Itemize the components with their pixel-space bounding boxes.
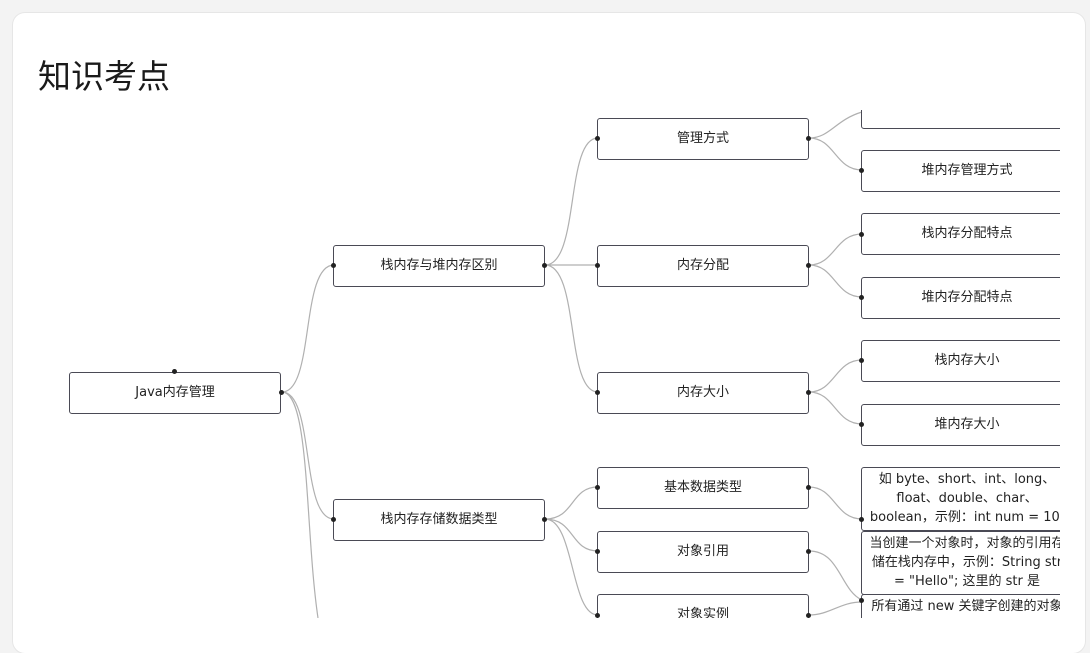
link-alloc-heap bbox=[808, 264, 863, 298]
link-types-ref bbox=[544, 518, 599, 552]
node-heap-allocation[interactable]: 堆内存分配特点 bbox=[861, 277, 1060, 319]
node-allocation[interactable]: 内存分配 bbox=[597, 245, 809, 287]
basic-in-dot bbox=[595, 485, 600, 490]
heap-manage-in-dot bbox=[859, 168, 864, 173]
node-heap-size-label: 堆内存大小 bbox=[934, 417, 1000, 432]
node-stack-allocation[interactable]: 栈内存分配特点 bbox=[861, 213, 1060, 255]
node-stack-size-label: 栈内存大小 bbox=[934, 353, 1000, 368]
node-stack-heap-diff[interactable]: 栈内存与堆内存区别 bbox=[333, 245, 545, 287]
node-stack-allocation-label: 栈内存分配特点 bbox=[921, 226, 1013, 241]
size-in-dot bbox=[595, 390, 600, 395]
diff-out-dot bbox=[542, 263, 547, 268]
obj-out-dot bbox=[806, 613, 811, 618]
node-root[interactable]: Java内存管理 bbox=[69, 372, 281, 414]
node-object-reference[interactable]: 对象引用 bbox=[597, 531, 809, 573]
link-root-more bbox=[281, 391, 319, 618]
heap-alloc-in-dot bbox=[859, 295, 864, 300]
node-primitive-types-desc-text: 如 byte、short、int、long、float、double、char、… bbox=[869, 472, 1060, 525]
node-object-instance-desc[interactable]: 所有通过 new 关键字创建的对象 bbox=[861, 594, 1060, 618]
stack-size-in-dot bbox=[859, 358, 864, 363]
node-size-label: 内存大小 bbox=[676, 385, 729, 400]
link-size-stack bbox=[808, 359, 863, 393]
mindmap-connectors bbox=[281, 111, 863, 618]
ref-out-dot bbox=[806, 549, 811, 554]
node-stack-size[interactable]: 栈内存大小 bbox=[861, 340, 1060, 382]
link-manage-heap bbox=[808, 137, 863, 171]
size-out-dot bbox=[806, 390, 811, 395]
obj-in-dot bbox=[595, 613, 600, 618]
basic-out-dot bbox=[806, 485, 811, 490]
node-stack-data-types-label: 栈内存存储数据类型 bbox=[380, 512, 498, 527]
alloc-out-dot bbox=[806, 263, 811, 268]
link-types-obj bbox=[544, 518, 599, 616]
link-basic-desc bbox=[808, 486, 863, 520]
types-out-dot bbox=[542, 517, 547, 522]
node-stack-management[interactable] bbox=[861, 110, 1060, 129]
node-primitive-types-label: 基本数据类型 bbox=[663, 480, 742, 495]
ref-desc-in-dot bbox=[859, 598, 864, 603]
page-title: 知识考点 bbox=[38, 57, 170, 96]
alloc-in-dot bbox=[595, 263, 600, 268]
node-object-reference-desc-text: 当创建一个对象时，对象的引用存储在栈内存中，示例：String str = "H… bbox=[869, 536, 1060, 589]
node-heap-size[interactable]: 堆内存大小 bbox=[861, 404, 1060, 446]
link-diff-manage bbox=[544, 137, 599, 266]
mindmap-canvas[interactable]: Java内存管理 栈内存与堆内存区别 栈内存存储数据类型 管理方式 内存分配 内… bbox=[0, 110, 1060, 618]
node-heap-allocation-label: 堆内存分配特点 bbox=[921, 290, 1013, 305]
manage-in-dot bbox=[595, 136, 600, 141]
node-root-label: Java内存管理 bbox=[135, 385, 215, 400]
node-primitive-types[interactable]: 基本数据类型 bbox=[597, 467, 809, 509]
node-stack-heap-diff-label: 栈内存与堆内存区别 bbox=[380, 258, 498, 273]
manage-out-dot bbox=[806, 136, 811, 141]
node-management-label: 管理方式 bbox=[676, 131, 729, 146]
node-object-instance-label: 对象实例 bbox=[676, 607, 729, 618]
stack-alloc-in-dot bbox=[859, 232, 864, 237]
node-object-reference-desc[interactable]: 当创建一个对象时，对象的引用存储在栈内存中，示例：String str = "H… bbox=[861, 531, 1060, 595]
link-obj-desc bbox=[808, 601, 863, 616]
link-diff-size bbox=[544, 264, 599, 393]
node-heap-management-label: 堆内存管理方式 bbox=[921, 163, 1013, 178]
node-size[interactable]: 内存大小 bbox=[597, 372, 809, 414]
link-root-diff bbox=[281, 264, 335, 393]
link-ref-desc bbox=[808, 550, 863, 601]
link-alloc-stack bbox=[808, 233, 863, 266]
node-allocation-label: 内存分配 bbox=[676, 258, 729, 273]
root-expand-dot[interactable] bbox=[172, 369, 177, 374]
root-out-dot bbox=[279, 390, 284, 395]
ref-in-dot bbox=[595, 549, 600, 554]
link-size-heap bbox=[808, 391, 863, 425]
types-in-dot bbox=[331, 517, 336, 522]
node-object-instance-desc-text: 所有通过 new 关键字创建的对象 bbox=[871, 599, 1060, 614]
node-object-instance[interactable]: 对象实例 bbox=[597, 594, 809, 618]
node-object-reference-label: 对象引用 bbox=[676, 544, 729, 559]
link-root-types bbox=[281, 391, 335, 520]
diff-in-dot bbox=[331, 263, 336, 268]
node-stack-data-types[interactable]: 栈内存存储数据类型 bbox=[333, 499, 545, 541]
link-types-basic bbox=[544, 486, 599, 520]
basic-desc-in-dot bbox=[859, 517, 864, 522]
heap-size-in-dot bbox=[859, 422, 864, 427]
node-heap-management[interactable]: 堆内存管理方式 bbox=[861, 150, 1060, 192]
link-manage-stack bbox=[808, 111, 863, 139]
node-management[interactable]: 管理方式 bbox=[597, 118, 809, 160]
node-primitive-types-desc[interactable]: 如 byte、short、int、long、float、double、char、… bbox=[861, 467, 1060, 531]
